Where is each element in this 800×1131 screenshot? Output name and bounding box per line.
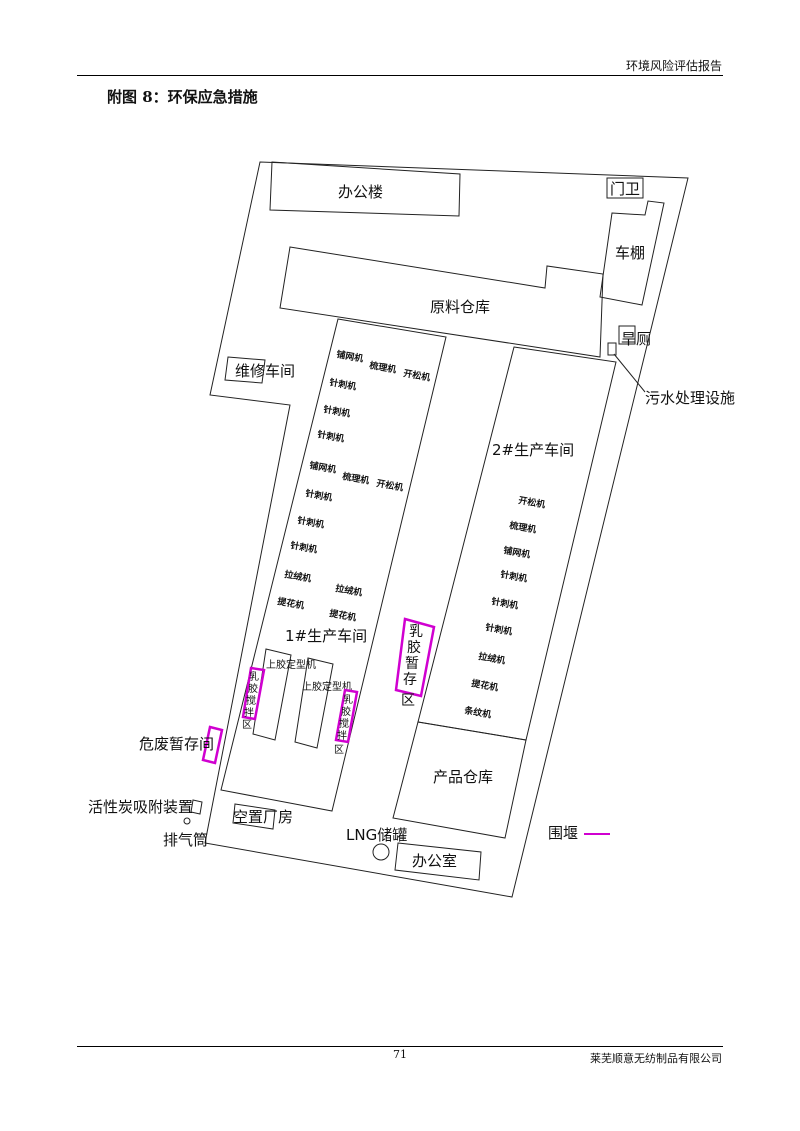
hazard-storage-bund xyxy=(201,725,224,765)
raw-warehouse xyxy=(279,246,604,358)
svg-text:胶: 胶 xyxy=(407,639,421,656)
svg-text:乳: 乳 xyxy=(249,670,259,683)
svg-text:拌: 拌 xyxy=(337,729,347,742)
sewage-pointer-arrow xyxy=(613,353,646,393)
gate xyxy=(606,177,644,199)
latex-storage-label: 乳 胶 暂 存 区 xyxy=(401,624,423,709)
product-warehouse xyxy=(392,721,527,839)
machine-label: 针刺机 xyxy=(304,487,333,504)
vacant-plant-label: 空置厂房 xyxy=(233,808,293,826)
machine-label: 铺网机 xyxy=(335,348,364,365)
dry-toilet xyxy=(618,325,636,345)
workshop-2-label: 2#生产车间 xyxy=(492,441,574,459)
machine-label: 提花机 xyxy=(470,677,499,694)
office-room xyxy=(394,842,482,881)
vacant-plant xyxy=(232,803,276,830)
exhaust-stack xyxy=(183,817,191,825)
glue-machine-2-label: 上胶定型机 xyxy=(302,680,352,693)
machine-label: 提花机 xyxy=(328,607,357,624)
machine-label: 拉绒机 xyxy=(334,582,363,599)
svg-text:区: 区 xyxy=(242,719,252,731)
header-divider xyxy=(77,75,723,76)
svg-text:搅: 搅 xyxy=(246,694,256,707)
report-header: 环境风险评估报告 xyxy=(625,59,722,73)
latex-mix-bund-2 xyxy=(334,688,359,744)
repair-shop-label: 维修车间 xyxy=(235,362,295,380)
machine-label: 铺网机 xyxy=(502,544,531,561)
sewage-facility xyxy=(607,342,617,356)
gate-label: 门卫 xyxy=(610,180,640,198)
machine-label: 拉绒机 xyxy=(477,650,506,667)
exhaust-stack-label: 排气筒 xyxy=(163,831,208,849)
product-warehouse-label: 产品仓库 xyxy=(433,768,493,786)
machines-workshop-1: 铺网机 梳理机 开松机 针刺机 针刺机 针刺机 铺网机 梳理机 开松机 针刺机 … xyxy=(276,348,431,624)
machines-workshop-2: 开松机 梳理机 铺网机 针刺机 针刺机 针刺机 拉绒机 提花机 条纹机 xyxy=(462,494,546,721)
machine-label: 针刺机 xyxy=(484,621,513,638)
carport-label: 车棚 xyxy=(615,244,645,262)
office-room-label: 办公室 xyxy=(412,852,457,870)
raw-warehouse-label: 原料仓库 xyxy=(430,298,490,316)
legend-bund-label: 围堰 xyxy=(548,824,578,842)
office-building xyxy=(269,161,461,217)
hazard-storage-label: 危废暂存间 xyxy=(139,735,214,753)
machine-label: 拉绒机 xyxy=(283,568,312,585)
svg-text:搅: 搅 xyxy=(339,717,349,730)
workshop-2 xyxy=(417,346,617,741)
glue-machine-2 xyxy=(294,657,334,749)
machine-label: 针刺机 xyxy=(322,403,351,420)
machine-label: 铺网机 xyxy=(308,459,337,476)
footer-divider xyxy=(77,1046,723,1047)
carbon-adsorber-label: 活性炭吸附装置 xyxy=(88,798,193,816)
svg-text:区: 区 xyxy=(334,744,344,756)
carport xyxy=(599,200,665,306)
svg-text:区: 区 xyxy=(401,693,415,709)
svg-text:暂: 暂 xyxy=(405,656,419,672)
svg-text:存: 存 xyxy=(403,672,417,688)
workshop-1 xyxy=(220,318,447,812)
machine-label: 条纹机 xyxy=(462,704,492,721)
machine-label: 针刺机 xyxy=(328,376,357,393)
repair-shop xyxy=(224,356,266,384)
machine-label: 提花机 xyxy=(276,595,305,612)
page-number: 71 xyxy=(393,1048,407,1061)
machine-label: 针刺机 xyxy=(499,568,528,585)
lng-tank-label: LNG储罐 xyxy=(346,826,407,844)
machine-label: 针刺机 xyxy=(296,514,325,531)
sewage-label: 污水处理设施 xyxy=(645,389,735,407)
company-name: 莱芜顺意无纺制品有限公司 xyxy=(590,1052,722,1065)
svg-text:胶: 胶 xyxy=(341,705,351,718)
machine-label: 针刺机 xyxy=(316,428,345,445)
svg-text:胶: 胶 xyxy=(248,682,258,695)
latex-mix-bund-1 xyxy=(241,666,266,721)
latex-mix-label-2: 乳 胶 搅 拌 区 xyxy=(334,693,353,756)
machine-label: 开松机 xyxy=(517,494,546,511)
figure-title: 附图 8：环保应急措施 xyxy=(107,88,258,106)
svg-text:乳: 乳 xyxy=(343,693,353,706)
machine-label: 梳理机 xyxy=(507,519,537,536)
svg-text:乳: 乳 xyxy=(409,624,423,640)
office-building-label: 办公楼 xyxy=(338,183,383,201)
machine-label: 梳理机 xyxy=(340,470,370,487)
latex-mix-label-1: 乳 胶 搅 拌 区 xyxy=(242,670,259,731)
carbon-adsorber xyxy=(190,799,203,815)
workshop-1-label: 1#生产车间 xyxy=(285,627,367,645)
svg-text:拌: 拌 xyxy=(244,706,254,719)
latex-storage-bund xyxy=(394,617,436,698)
machine-label: 梳理机 xyxy=(367,359,397,376)
lng-tank xyxy=(372,843,390,861)
glue-machine-1-label: 上胶定型机 xyxy=(266,658,316,671)
machine-label: 针刺机 xyxy=(490,595,519,612)
machine-label: 开松机 xyxy=(375,477,404,494)
machine-label: 针刺机 xyxy=(289,539,318,556)
dry-toilet-label: 旱厕 xyxy=(621,330,651,348)
machine-label: 开松机 xyxy=(402,367,431,384)
site-boundary xyxy=(204,161,689,898)
